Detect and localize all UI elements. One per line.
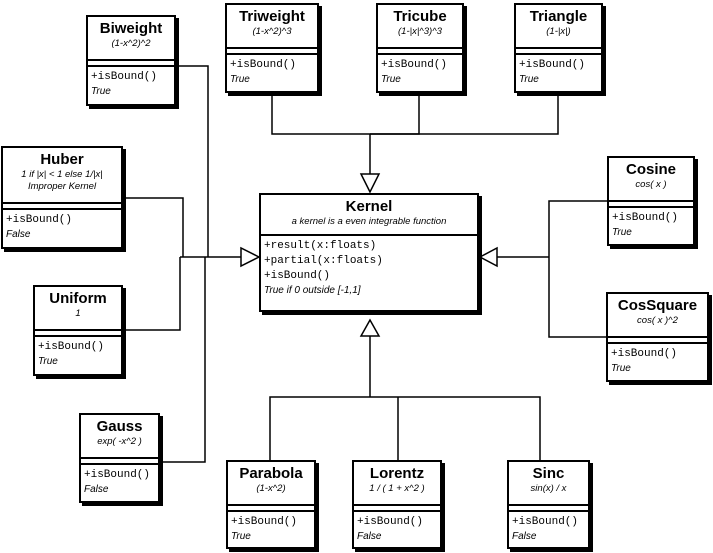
- class-formula: 1 if |x| < 1 else 1/|x|: [21, 169, 103, 180]
- class-name: Sinc: [532, 465, 565, 482]
- class-formula: 1 / ( 1 + x^2 ): [369, 483, 425, 494]
- class-biweight: Biweight (1-x^2)^2 +isBound() True: [86, 15, 176, 106]
- return-value: True: [91, 86, 111, 97]
- connector-parabola: [269, 396, 370, 460]
- class-sinc: Sinc sin(x) / x +isBound() False: [507, 460, 590, 549]
- operation-isbound: +isBound(): [231, 516, 298, 528]
- class-note: Improper Kernel: [27, 181, 97, 192]
- connector-triweight: [271, 96, 370, 135]
- class-huber: Huber 1 if |x| < 1 else 1/|x| Improper K…: [1, 146, 123, 249]
- class-name: Gauss: [96, 418, 143, 435]
- return-value: True: [231, 531, 251, 542]
- inheritance-arrow-top: [359, 173, 381, 194]
- class-kernel: Kernel a kernel is a even integrable fun…: [259, 193, 479, 312]
- operation-isbound: +isBound(): [519, 59, 586, 71]
- class-cossquare: CosSquare cos( x )^2 +isBound() True: [606, 292, 709, 382]
- class-parabola: Parabola (1-x^2) +isBound() True: [226, 460, 316, 549]
- class-name: Kernel: [345, 198, 393, 215]
- class-name: Lorentz: [369, 465, 425, 482]
- operation-isbound: +isBound(): [612, 212, 679, 224]
- return-value: True: [38, 356, 58, 367]
- return-value: True: [519, 74, 539, 85]
- operation-isbound: +isBound(): [264, 270, 331, 282]
- class-name: Parabola: [239, 465, 303, 482]
- operation-isbound: +isBound(): [230, 59, 297, 71]
- class-formula: (1-x^2)^3: [252, 26, 292, 37]
- operation-isbound: +isBound(): [357, 516, 424, 528]
- class-formula: cos( x ): [635, 179, 667, 190]
- connector-uniform: [123, 257, 181, 331]
- class-formula: 1: [75, 308, 81, 319]
- class-formula: (1-x^2)^2: [111, 38, 151, 49]
- class-triangle: Triangle (1-|x|) +isBound() True: [514, 3, 603, 93]
- operation-isbound: +isBound(): [84, 469, 151, 481]
- connector-huber: [123, 197, 184, 257]
- return-value: True: [381, 74, 401, 85]
- class-formula: cos( x )^2: [637, 315, 678, 326]
- class-note: True if 0 outside [-1,1]: [264, 285, 361, 296]
- inheritance-arrow-right: [478, 246, 498, 268]
- return-value: False: [357, 531, 382, 542]
- return-value: False: [6, 229, 31, 240]
- class-name: Uniform: [49, 290, 107, 307]
- connector-gauss: [160, 257, 206, 463]
- class-formula: (1-|x|^3)^3: [398, 26, 442, 37]
- connector-biweight: [176, 65, 209, 257]
- class-formula: exp( -x^2 ): [97, 436, 142, 447]
- operation-partial: +partial(x:floats): [264, 255, 383, 267]
- class-lorentz: Lorentz 1 / ( 1 + x^2 ) +isBound() False: [352, 460, 442, 549]
- return-value: True: [611, 363, 631, 374]
- class-name: Triweight: [239, 8, 305, 25]
- connector-cosine: [548, 200, 607, 257]
- connector-sinc: [370, 396, 541, 460]
- operation-isbound: +isBound(): [6, 214, 73, 226]
- return-value: True: [612, 227, 632, 238]
- class-cosine: Cosine cos( x ) +isBound() True: [607, 156, 695, 246]
- connector-cossquare: [548, 257, 606, 338]
- class-gauss: Gauss exp( -x^2 ) +isBound() False: [79, 413, 160, 503]
- operation-isbound: +isBound(): [38, 341, 105, 353]
- class-formula: (1-x^2): [256, 483, 286, 494]
- class-name: Huber: [40, 151, 84, 168]
- connector-triangle: [370, 96, 559, 135]
- class-tricube: Tricube (1-|x|^3)^3 +isBound() True: [376, 3, 464, 93]
- return-value: False: [84, 484, 109, 495]
- return-value: False: [512, 531, 537, 542]
- class-name: Biweight: [99, 20, 163, 37]
- operation-isbound: +isBound(): [611, 348, 678, 360]
- class-triweight: Triweight (1-x^2)^3 +isBound() True: [225, 3, 319, 93]
- class-name: Cosine: [625, 161, 676, 178]
- connector-tricube: [370, 96, 420, 135]
- class-formula: sin(x) / x: [530, 483, 567, 494]
- inheritance-arrow-left: [240, 246, 261, 268]
- operation-isbound: +isBound(): [381, 59, 448, 71]
- class-uniform: Uniform 1 +isBound() True: [33, 285, 123, 376]
- class-name: Tricube: [393, 8, 447, 25]
- class-description: a kernel is a even integrable function: [291, 216, 447, 227]
- inheritance-arrow-bottom: [359, 318, 381, 337]
- class-formula: (1-|x|): [546, 26, 571, 37]
- operation-isbound: +isBound(): [91, 71, 158, 83]
- class-name: Triangle: [529, 8, 588, 25]
- operation-result: +result(x:floats): [264, 240, 377, 252]
- operation-isbound: +isBound(): [512, 516, 579, 528]
- return-value: True: [230, 74, 250, 85]
- class-name: CosSquare: [617, 297, 698, 314]
